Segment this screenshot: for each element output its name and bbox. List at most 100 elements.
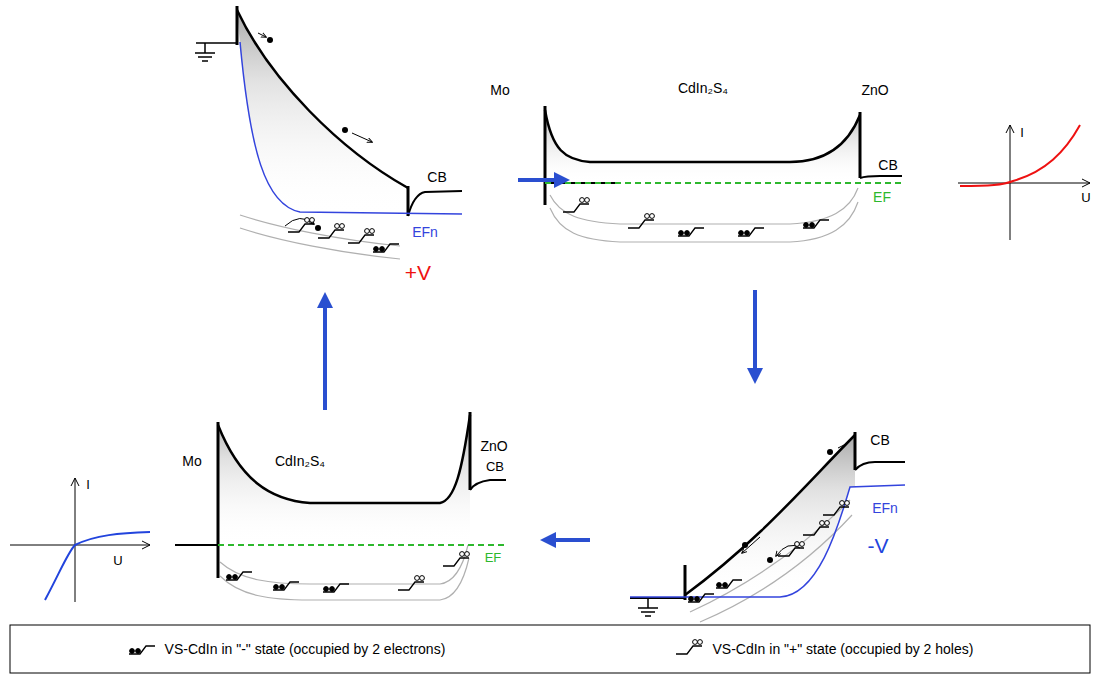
ground-symbol [195, 43, 237, 61]
panel-equilibrium-2 [10, 412, 506, 602]
legend-text: VS-CdIn in "+" state (occupied by 2 hole… [712, 641, 973, 657]
legend-symbol [674, 639, 706, 659]
metal-contact [217, 422, 220, 578]
defect-occupied-electrons [688, 594, 714, 602]
zno-conduction-band [408, 191, 462, 216]
band-shading [685, 435, 855, 597]
panel-reverse-bias [630, 432, 905, 622]
defect-occupied-holes [318, 224, 344, 238]
defect-occupied-electrons [716, 580, 742, 588]
cycle-arrow [548, 538, 590, 542]
conduction-band [685, 435, 855, 595]
metal-contact [684, 565, 687, 600]
defect-occupied-holes [288, 218, 314, 232]
zno-conduction-band [470, 480, 506, 490]
electron [767, 557, 773, 563]
interface [859, 112, 862, 178]
defect-occupied-holes [398, 576, 424, 590]
iv-axes [10, 478, 150, 602]
material-label: ZnO [480, 439, 507, 453]
bias-label: +V [405, 262, 431, 283]
panel-equilibrium-1 [545, 106, 1090, 242]
bias-label: -V [868, 535, 889, 556]
band-label: CB [870, 433, 889, 447]
transfer-arrow [285, 218, 314, 226]
motion-line [838, 444, 846, 448]
quasi-fermi-level [240, 42, 462, 214]
band-shading [218, 415, 470, 545]
conduction-band [237, 10, 408, 188]
defect-occupied-electrons [273, 582, 299, 590]
legend-entry: VS-CdIn in "-" state (occupied by 2 elec… [127, 639, 446, 659]
defect-level [220, 558, 469, 600]
band-shading [545, 110, 860, 183]
defect-level [700, 515, 852, 622]
axis-label: I [1020, 126, 1024, 139]
iv-curve [960, 125, 1080, 186]
metal-fermi-level [175, 544, 218, 546]
motion-arrow [742, 537, 760, 553]
quasi-fermi-level [630, 485, 905, 597]
material-label: CdIn₂S₄ [275, 454, 325, 468]
panel-forward-bias [195, 6, 462, 259]
legend-symbol [127, 639, 159, 659]
defect-occupied-holes [778, 542, 804, 556]
defect-level [220, 545, 468, 584]
axis-label: U [1081, 191, 1090, 204]
band-label: CB [427, 170, 446, 184]
fermi-label: EF [873, 190, 891, 204]
defect-occupied-electrons [738, 228, 764, 236]
fermi-label: EFn [412, 225, 438, 239]
ground-symbol [638, 598, 658, 616]
defect-occupied-holes [563, 198, 589, 212]
electron [267, 37, 273, 43]
fermi-level [218, 544, 506, 546]
metal-contact [236, 6, 239, 45]
defect-occupied-electrons [373, 244, 399, 252]
defect-occupied-holes [628, 214, 654, 228]
defect-occupied-holes [443, 552, 469, 566]
interface [469, 412, 472, 490]
defect-occupied-electrons [323, 584, 349, 592]
zno-conduction-band [855, 462, 905, 470]
conduction-band [218, 415, 470, 503]
fermi-label: EFn [872, 501, 898, 515]
material-label: ZnO [861, 83, 888, 97]
interface [854, 432, 857, 470]
defect-occupied-electrons [803, 220, 829, 228]
axis-label: I [86, 478, 90, 491]
defect-level [550, 188, 858, 224]
defect-level [240, 228, 400, 259]
material-label: Mo [182, 454, 201, 468]
material-label: Mo [490, 83, 509, 97]
transfer-arrow [776, 545, 800, 556]
defect-occupied-electrons [678, 228, 704, 236]
legend-text: VS-CdIn in "-" state (occupied by 2 elec… [165, 641, 446, 657]
defect-occupied-electrons [226, 572, 252, 580]
legend-box [10, 625, 1090, 673]
defect-level [550, 202, 858, 242]
band-label: CB [878, 158, 897, 172]
material-label: CdIn₂S₄ [678, 81, 728, 95]
electron [827, 449, 833, 455]
defect-occupied-holes [676, 640, 702, 654]
electron [315, 225, 321, 231]
axis-arrowheads [1006, 125, 1090, 187]
electron [742, 542, 748, 548]
axis-label: U [113, 554, 122, 567]
cycle-arrow [753, 290, 757, 376]
conduction-band [545, 110, 860, 162]
motion-arrow [352, 133, 372, 142]
band-shading [237, 10, 408, 215]
defect-occupied-electrons [129, 646, 155, 654]
fermi-level [545, 182, 902, 184]
zno-conduction-band [860, 176, 902, 178]
band-label: CB [486, 460, 504, 473]
iv-curve [45, 532, 150, 600]
metal-contact [544, 106, 547, 205]
defect-level [690, 500, 850, 612]
defect-occupied-holes [803, 521, 829, 535]
defect-occupied-holes [823, 501, 849, 515]
legend-entry: VS-CdIn in "+" state (occupied by 2 hole… [674, 639, 973, 659]
